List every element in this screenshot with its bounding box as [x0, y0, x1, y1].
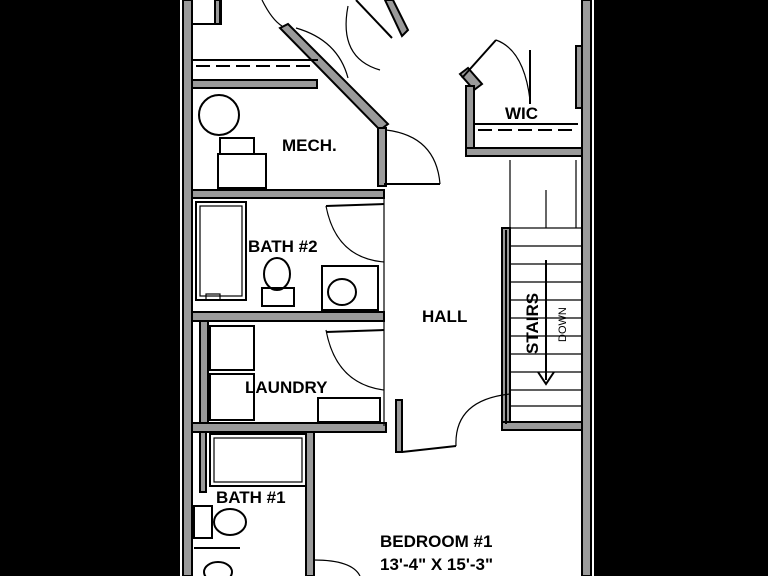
water-heater — [198, 94, 240, 136]
label-bedroom1: BEDROOM #1 — [380, 532, 492, 551]
bath2-toilet-tank — [261, 287, 295, 307]
label-down: DOWN — [557, 307, 569, 342]
label-mech: MECH. — [282, 136, 337, 155]
closet-shelves — [192, 0, 318, 67]
bath1-sink — [203, 561, 233, 576]
bath2-sink — [327, 278, 357, 306]
doors — [261, 0, 531, 576]
bath1-fixtures — [193, 433, 307, 576]
washer — [209, 325, 255, 371]
bath2-fixtures — [195, 201, 379, 311]
laundry-fixtures — [209, 325, 381, 423]
interior-walls — [191, 0, 583, 576]
label-bath1: BATH #1 — [216, 488, 286, 507]
label-stairs: STAIRS — [523, 293, 542, 354]
label-laundry: LAUNDRY — [245, 378, 328, 397]
label-wic: WIC — [505, 104, 538, 123]
bath1-toilet-tank — [193, 505, 213, 539]
plan-paper — [180, 0, 594, 576]
laundry-counter — [317, 397, 381, 423]
bath2-toilet-bowl — [263, 257, 291, 291]
dryer — [209, 373, 255, 421]
label-bedroom1-dims: 13'-4" X 15'-3" — [380, 555, 493, 574]
label-bath2: BATH #2 — [248, 237, 318, 256]
wic-shelves — [474, 123, 578, 131]
furnace-base — [217, 153, 267, 189]
bath1-tub — [209, 433, 307, 487]
mech-fixtures — [198, 94, 267, 189]
bath1-toilet-bowl — [213, 508, 247, 536]
bath2-vanity — [321, 265, 379, 311]
stairs — [505, 160, 583, 424]
label-hall: HALL — [422, 307, 467, 326]
bath2-tub — [195, 201, 247, 301]
